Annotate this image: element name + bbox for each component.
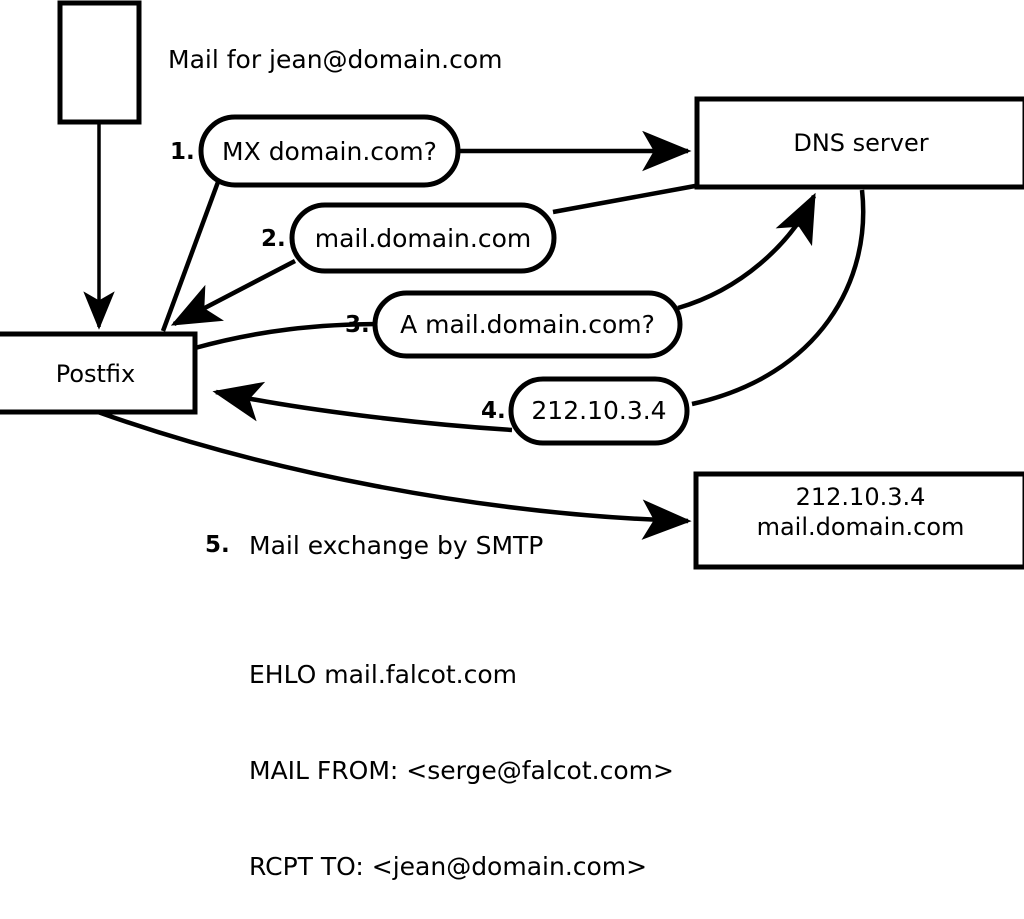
edge-step4-pill-to-postfix <box>212 381 513 433</box>
page-title: Mail for jean@domain.com <box>168 45 503 74</box>
node-remote-mail-server-shape[interactable] <box>693 471 1024 570</box>
step-5-label: Mail exchange by SMTP <box>249 531 544 560</box>
edge-step3-pill-to-dns <box>677 192 817 311</box>
step-2-number: 2. <box>261 226 286 252</box>
pill-step4-shape[interactable] <box>508 376 690 446</box>
edge-step2-pill-to-postfix <box>170 259 297 326</box>
edge-step3-postfix-to-pill <box>194 321 383 351</box>
node-remote-mail-server-label-line2: mail.domain.com <box>756 513 965 541</box>
node-postfix-shape[interactable] <box>0 331 198 415</box>
node-postfix-label: Postfix <box>55 360 136 388</box>
edge-step4-dns-to-pill <box>691 189 866 407</box>
node-remote-mail-server-label-line1: 212.10.3.4 <box>795 483 926 511</box>
node-sender-host-shape[interactable] <box>57 0 142 125</box>
smtp-line: EHLO mail.falcot.com <box>249 660 518 689</box>
pill-step3-shape[interactable] <box>372 290 683 359</box>
pill-step2-shape[interactable] <box>289 202 557 274</box>
step-1-number: 1. <box>170 139 195 165</box>
step-3-number: 3. <box>345 312 370 338</box>
step-3-label: A mail.domain.com? <box>400 310 655 339</box>
smtp-transcript: EHLO mail.falcot.com MAIL FROM: <serge@f… <box>249 595 674 919</box>
step-5-number: 5. <box>205 532 230 558</box>
node-dns-server-label: DNS server <box>793 129 929 157</box>
step-2-label: mail.domain.com <box>314 224 532 253</box>
smtp-line: MAIL FROM: <serge@falcot.com> <box>249 756 674 785</box>
step-4-label: 212.10.3.4 <box>531 396 667 425</box>
edge-step5-postfix-to-mailserver <box>97 409 692 540</box>
step-4-number: 4. <box>481 398 506 424</box>
edge-step2-dns-to-pill <box>552 183 696 215</box>
node-dns-server-shape[interactable] <box>694 96 1024 190</box>
smtp-line: RCPT TO: <jean@domain.com> <box>249 852 648 881</box>
step-1-label: MX domain.com? <box>222 137 437 166</box>
pill-step1-shape[interactable] <box>198 114 461 188</box>
